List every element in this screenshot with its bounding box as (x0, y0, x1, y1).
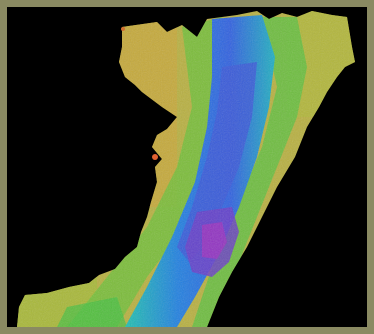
relief-surface (17, 11, 355, 327)
shoal-highlight (152, 154, 158, 160)
bathymetry-map-svg (17, 11, 355, 327)
bathymetry-map (7, 7, 367, 327)
